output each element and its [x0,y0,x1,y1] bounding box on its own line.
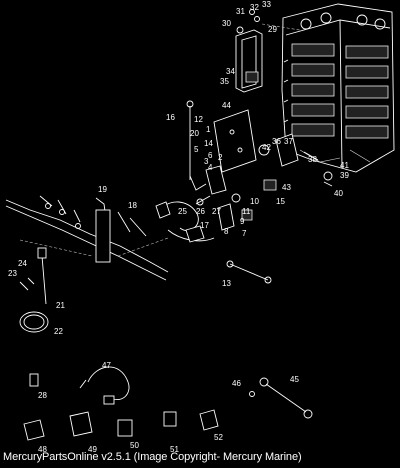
callout-29: 29 [268,25,277,34]
callout-27: 27 [212,207,221,216]
callout-47: 47 [102,361,111,370]
callout-3: 3 [204,157,209,166]
callout-49: 49 [88,445,97,454]
callout-10: 10 [250,197,259,206]
component-cluster [258,133,333,191]
engine-block [281,3,395,173]
coil-components [195,165,253,231]
cable-45 [249,377,313,419]
callout-7: 7 [242,229,247,238]
callout-20: 20 [190,129,199,138]
callout-23: 23 [8,269,17,278]
callout-44: 44 [222,101,231,110]
callout-15: 15 [276,197,285,206]
callout-2: 2 [218,153,223,162]
callout-12: 12 [194,115,203,124]
callout-1: 1 [206,125,211,134]
wire-21 [19,247,47,305]
callout-labels: 31 32 33 30 29 34 35 44 16 12 1 20 14 36… [8,0,349,454]
callout-41: 41 [340,161,349,170]
harness-47 [79,366,130,405]
callout-30: 30 [222,19,231,28]
callout-19: 19 [98,185,107,194]
callout-22: 22 [54,327,63,336]
callout-34: 34 [226,67,235,76]
copyright-caption: MercuryPartsOnline v2.5.1 (Image Copyrig… [3,451,302,463]
callout-48: 48 [38,445,47,454]
callout-33: 33 [262,0,271,9]
callout-45: 45 [290,375,299,384]
harness-25-26 [155,201,215,243]
callout-11: 11 [242,207,251,216]
callout-25: 25 [178,207,187,216]
callout-24: 24 [18,259,27,268]
callout-32: 32 [250,3,259,12]
module-assembly [235,9,301,93]
callout-26: 26 [196,207,205,216]
callout-31: 31 [236,7,245,16]
callout-18: 18 [128,201,137,210]
callout-36: 36 [272,137,281,146]
callout-14: 14 [204,139,213,148]
callout-13: 13 [222,279,231,288]
callout-9: 9 [240,217,245,226]
callout-43: 43 [282,183,291,192]
callout-16: 16 [166,113,175,122]
callout-37: 37 [284,137,293,146]
callout-28: 28 [38,391,47,400]
callout-51: 51 [170,445,179,454]
callout-52: 52 [214,433,223,442]
callout-6: 6 [208,151,213,160]
callout-21: 21 [56,301,65,310]
connectors [23,409,219,441]
callout-17: 17 [200,221,209,230]
callout-5: 5 [194,145,199,154]
callout-46: 46 [232,379,241,388]
callout-35: 35 [220,77,229,86]
mounting-plate [186,100,257,191]
callout-39: 39 [340,171,349,180]
callout-42: 42 [262,143,271,152]
callout-50: 50 [130,441,139,450]
fuse-28 [29,373,39,387]
coil-22 [19,311,49,333]
wiring-harness [5,195,169,281]
callout-40: 40 [334,189,343,198]
cable-13 [226,260,272,284]
callout-4: 4 [208,163,213,172]
callout-8: 8 [224,227,229,236]
callout-38: 38 [308,155,317,164]
